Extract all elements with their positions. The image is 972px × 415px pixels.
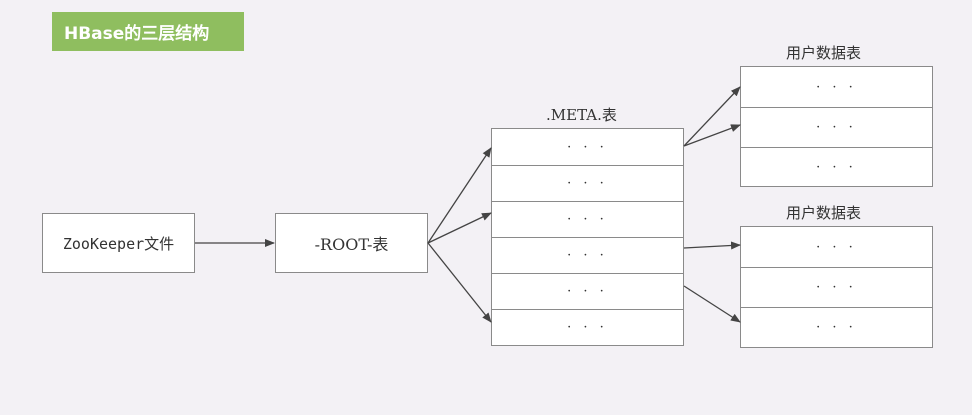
- meta-row: · · ·: [492, 201, 683, 237]
- arrow-meta-to-user2-b: [683, 285, 741, 323]
- user-table-row: · · ·: [816, 79, 857, 95]
- user-table-row: · · ·: [816, 239, 857, 255]
- meta-row: · · ·: [492, 237, 683, 273]
- user-table-row: · · ·: [741, 307, 932, 347]
- root-table-label: -ROOT-表: [314, 235, 389, 254]
- user-table-2-label: 用户数据表: [786, 204, 862, 222]
- arrow-root-to-meta-bottom: [427, 242, 492, 323]
- title-badge: HBase的三层结构: [52, 12, 244, 51]
- user-table-row: · · ·: [741, 147, 932, 187]
- meta-row: · · ·: [492, 165, 683, 201]
- diagram-title: HBase的三层结构: [64, 24, 210, 44]
- user-table-2: · · · · · · · · ·: [740, 226, 933, 348]
- user-table-1: · · · · · · · · ·: [740, 66, 933, 187]
- meta-row: · · ·: [492, 309, 683, 345]
- root-table-node: -ROOT-表: [275, 213, 428, 273]
- zookeeper-node: ZooKeeper文件: [42, 213, 195, 273]
- meta-table-label: .META.表: [546, 106, 617, 124]
- arrow-meta-to-user2-a: [683, 241, 741, 250]
- arrow-meta-to-user1-a: [683, 86, 741, 147]
- arrow-root-to-meta-mid: [427, 212, 492, 244]
- user-table-1-label: 用户数据表: [786, 44, 862, 62]
- zookeeper-label: ZooKeeper文件: [62, 234, 175, 253]
- arrow-root-to-meta-top: [427, 147, 492, 244]
- meta-table: · · · · · · · · · · · · · · · · · ·: [491, 128, 684, 346]
- user-table-row: · · ·: [741, 107, 932, 147]
- meta-row: · · ·: [492, 273, 683, 309]
- arrow-meta-to-user1-b: [683, 124, 741, 147]
- meta-row: · · ·: [567, 139, 608, 155]
- user-table-row: · · ·: [741, 267, 932, 307]
